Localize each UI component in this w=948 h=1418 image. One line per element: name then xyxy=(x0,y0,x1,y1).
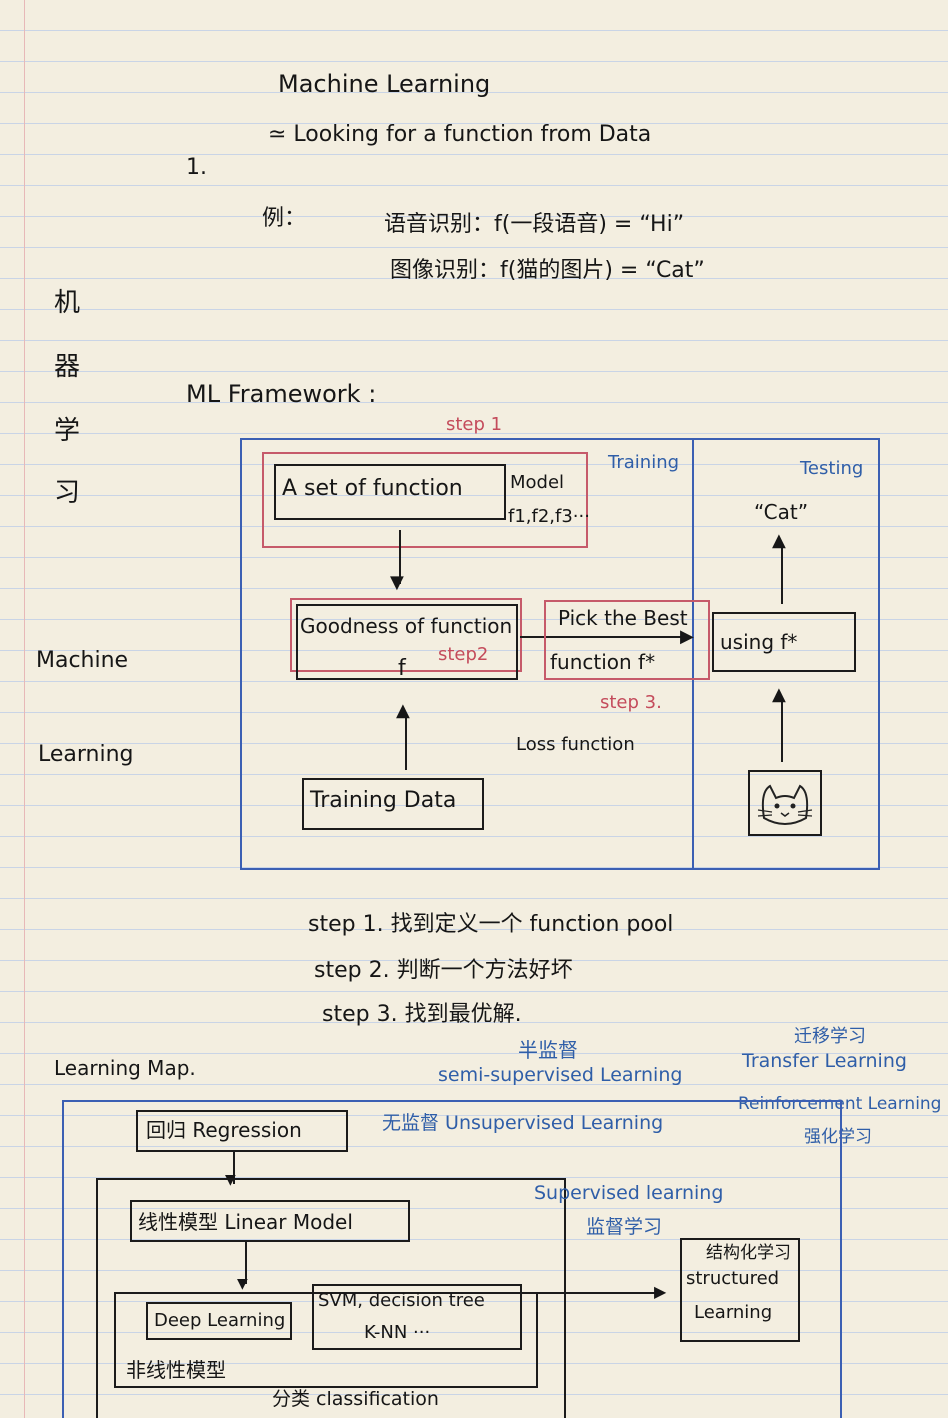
pick-best-line1: Pick the Best xyxy=(558,606,688,630)
nonlinear-label: 非线性模型 xyxy=(126,1358,226,1382)
arrow-svm-to-structured xyxy=(522,1292,662,1294)
step2-red-box xyxy=(290,598,522,672)
page-subtitle: ≃ Looking for a function from Data xyxy=(268,122,652,147)
arrow-using-to-output xyxy=(781,548,783,604)
linear-model-box xyxy=(130,1200,410,1242)
arrow-regression-to-linear xyxy=(233,1152,235,1184)
cat-face-icon xyxy=(757,784,813,825)
cat-output-label: “Cat” xyxy=(754,500,809,524)
supervised-box xyxy=(96,1178,566,1418)
testing-label: Testing xyxy=(800,458,864,479)
side-machine: Machine xyxy=(36,648,129,673)
using-f-label: using f* xyxy=(720,630,798,654)
model-label: Model xyxy=(510,472,565,493)
arrow-right-icon: ▶ xyxy=(680,626,694,647)
semi-supervised-cn: 半监督 xyxy=(518,1038,578,1062)
loss-function-label: Loss function xyxy=(516,734,635,755)
goodness-f: f xyxy=(398,656,406,681)
regression-label: 回归 Regression xyxy=(146,1118,302,1142)
step2-tag: step2 xyxy=(438,644,489,665)
pick-best-line2: function f* xyxy=(550,650,656,674)
deep-learning-box xyxy=(146,1302,292,1340)
arrow-data-to-goodness xyxy=(405,716,407,770)
goodness-label: Goodness of function xyxy=(300,614,513,638)
semi-supervised-en: semi-supervised Learning xyxy=(438,1064,683,1086)
training-testing-divider xyxy=(692,440,694,868)
transfer-en: Transfer Learning xyxy=(742,1050,907,1072)
model-functions: f1,f2,f3··· xyxy=(508,506,590,527)
example-speech: 语音识别：f(一段语音) = “Hi” xyxy=(384,212,685,237)
arrow-right-icon: ▶ xyxy=(654,1282,667,1301)
learning-map-outer-box xyxy=(62,1100,842,1418)
item-number: 1. xyxy=(186,155,207,180)
supervised-en: Supervised learning xyxy=(534,1182,724,1204)
cat-picture-box xyxy=(748,770,822,836)
arrow-up-icon: ▲ xyxy=(772,684,786,705)
arrow-up-icon: ▲ xyxy=(396,700,410,721)
structured-en-2: Learning xyxy=(694,1302,773,1323)
step3-tag: step 3. xyxy=(600,692,662,713)
arrow-down-icon: ▼ xyxy=(237,1276,248,1292)
training-data-box xyxy=(302,778,484,830)
deep-learning-label: Deep Learning xyxy=(154,1310,286,1331)
arrow-model-to-goodness xyxy=(399,530,401,584)
structured-learning-box xyxy=(680,1238,800,1342)
step1-red-box xyxy=(262,452,588,548)
learning-map-title: Learning Map. xyxy=(54,1056,196,1080)
side-char-1: 机 xyxy=(54,288,81,318)
svm-box xyxy=(312,1284,522,1350)
linear-model-label: 线性模型 Linear Model xyxy=(138,1210,353,1234)
side-char-2: 器 xyxy=(54,352,81,382)
step3-red-box xyxy=(544,600,710,680)
page-title: Machine Learning xyxy=(278,70,491,98)
training-label: Training xyxy=(608,452,680,473)
reinforcement-en: Reinforcement Learning xyxy=(738,1094,942,1114)
structured-cn: 结构化学习 xyxy=(706,1243,791,1263)
margin-line xyxy=(24,0,25,1418)
arrow-down-icon: ▼ xyxy=(390,572,404,593)
arrow-down-icon: ▼ xyxy=(225,1172,236,1188)
goodness-box xyxy=(296,604,518,680)
svm-line1: SVM, decision tree xyxy=(318,1290,485,1311)
side-char-3: 学 xyxy=(54,416,81,446)
step1-tag: step 1 xyxy=(446,414,503,435)
side-learning: Learning xyxy=(38,742,134,767)
framework-outer-box xyxy=(240,438,880,870)
unsupervised-label: 无监督 Unsupervised Learning xyxy=(382,1112,664,1134)
transfer-cn: 迁移学习 xyxy=(794,1026,866,1047)
training-data-label: Training Data xyxy=(310,788,457,813)
set-of-function-box xyxy=(274,464,506,520)
arrow-goodness-to-best xyxy=(520,636,688,638)
svm-line2: K-NN ··· xyxy=(364,1322,431,1343)
step-item-1: step 1. 找到定义一个 function pool xyxy=(308,912,674,937)
arrow-up-icon: ▲ xyxy=(772,530,786,551)
classification-label: 分类 classification xyxy=(272,1388,439,1410)
framework-title: ML Framework : xyxy=(186,380,377,408)
step-item-2: step 2. 判断一个方法好坏 xyxy=(314,958,573,983)
set-of-function-label: A set of function xyxy=(282,476,463,501)
nonlinear-box xyxy=(114,1292,538,1388)
step-item-3: step 3. 找到最优解. xyxy=(322,1002,522,1027)
reinforcement-cn: 强化学习 xyxy=(804,1127,872,1147)
structured-en-1: structured xyxy=(686,1268,780,1289)
arrow-linear-to-deep xyxy=(245,1242,247,1284)
using-f-box xyxy=(712,612,856,672)
supervised-cn: 监督学习 xyxy=(586,1216,663,1238)
example-label: 例： xyxy=(262,206,307,231)
arrow-cat-to-using xyxy=(781,700,783,762)
example-image: 图像识别：f(猫的图片) = “Cat” xyxy=(390,258,705,283)
side-char-4: 习 xyxy=(54,478,81,508)
regression-box xyxy=(136,1110,348,1152)
